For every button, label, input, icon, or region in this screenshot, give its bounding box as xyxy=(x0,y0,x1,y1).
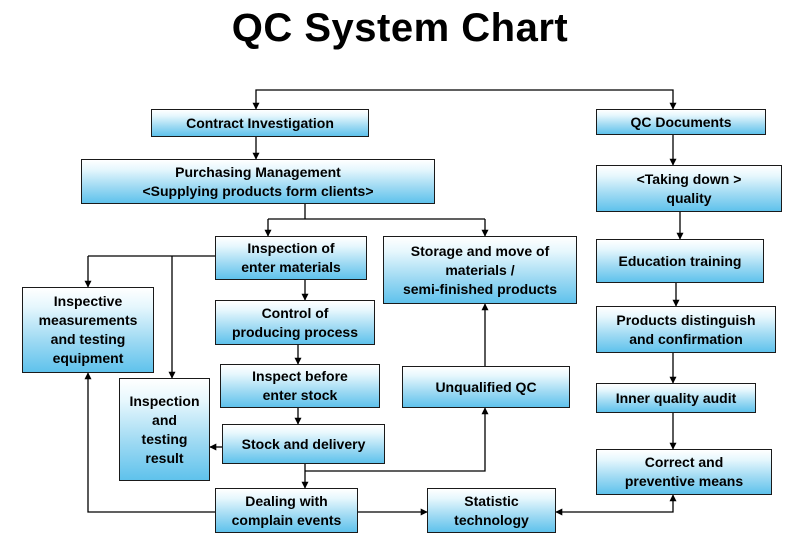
node-dealing-complain-label: Dealing with complain events xyxy=(231,492,342,528)
node-inspective-measurements: Inspective measurements and testing equi… xyxy=(22,287,154,373)
node-purchasing-management: Purchasing Management <Supplying product… xyxy=(81,159,435,204)
node-control-producing: Control of producing process xyxy=(215,300,375,345)
node-dealing-complain: Dealing with complain events xyxy=(215,488,358,533)
node-storage-move: Storage and move of materials / semi-fin… xyxy=(383,236,577,304)
connector-to-unqualified-qc xyxy=(305,407,489,472)
node-stock-delivery: Stock and delivery xyxy=(222,424,385,464)
node-control-producing-label: Control of producing process xyxy=(231,304,359,340)
node-education-training: Education training xyxy=(596,239,764,283)
node-inspection-testing-result-label: Inspection and testing result xyxy=(129,392,200,466)
node-qc-documents: QC Documents xyxy=(596,109,766,135)
node-unqualified-qc: Unqualified QC xyxy=(402,366,570,408)
connector-statistic-to-correct xyxy=(555,494,677,516)
node-stock-delivery-label: Stock and delivery xyxy=(241,435,366,452)
connector-dealing-to-inspective xyxy=(84,372,215,513)
node-inspection-enter-materials-label: Inspection of enter materials xyxy=(241,240,341,275)
node-education-training-label: Education training xyxy=(618,252,742,269)
node-qc-documents-label: QC Documents xyxy=(630,113,732,130)
node-contract-investigation: Contract Investigation xyxy=(151,109,369,137)
node-correct-preventive-label: Correct and preventive means xyxy=(624,454,744,489)
node-unqualified-qc-label: Unqualified QC xyxy=(435,378,537,395)
node-storage-move-label: Storage and move of materials / semi-fin… xyxy=(402,242,558,297)
node-products-distinguish-label: Products distinguish and confirmation xyxy=(616,311,756,347)
node-statistic-technology-label: Statistic technology xyxy=(454,492,529,528)
node-inspection-testing-result: Inspection and testing result xyxy=(119,378,210,481)
node-contract-investigation-label: Contract Investigation xyxy=(186,114,334,131)
node-correct-preventive: Correct and preventive means xyxy=(596,449,772,495)
node-inspect-before-stock-label: Inspect before enter stock xyxy=(252,368,348,403)
node-taking-down-quality: <Taking down > quality xyxy=(596,165,782,212)
node-inspective-measurements-label: Inspective measurements and testing equi… xyxy=(38,293,138,366)
node-inner-quality-audit: Inner quality audit xyxy=(596,383,756,413)
node-products-distinguish: Products distinguish and confirmation xyxy=(596,306,776,353)
node-inspection-enter-materials: Inspection of enter materials xyxy=(215,236,367,280)
node-statistic-technology: Statistic technology xyxy=(427,488,556,533)
node-purchasing-management-label: Purchasing Management <Supplying product… xyxy=(142,163,374,199)
chart-title: QC System Chart xyxy=(231,6,569,50)
node-inner-quality-audit-label: Inner quality audit xyxy=(615,389,737,406)
connector-top-split xyxy=(252,89,677,110)
node-inspect-before-stock: Inspect before enter stock xyxy=(220,364,380,408)
node-taking-down-quality-label: <Taking down > quality xyxy=(636,170,742,206)
